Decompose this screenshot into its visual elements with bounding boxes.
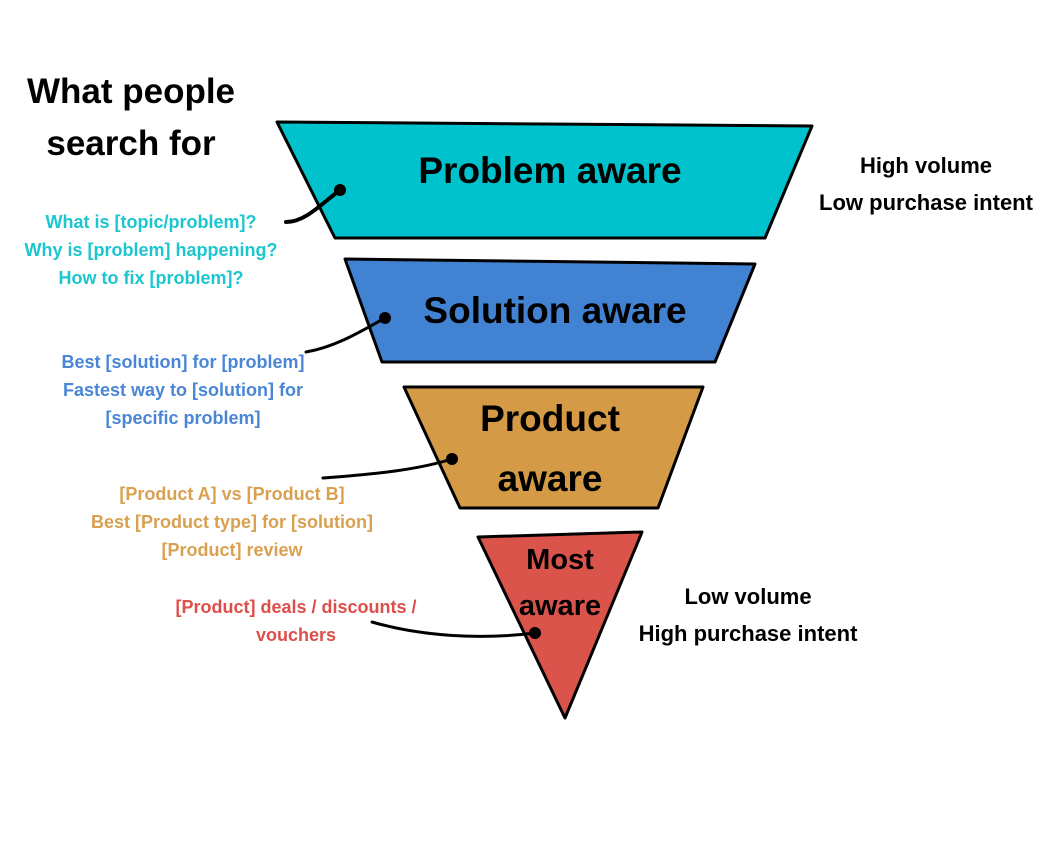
funnel-stage-most-aware bbox=[476, 530, 644, 720]
funnel-stage-problem-aware bbox=[275, 120, 814, 240]
query-text: [Product] review bbox=[161, 540, 303, 560]
connector-most bbox=[370, 620, 537, 638]
diagram-title: What people search for bbox=[0, 66, 262, 170]
title-line-1: What people bbox=[26, 72, 236, 111]
connector-product bbox=[321, 457, 454, 480]
connector-dot-product bbox=[446, 453, 458, 465]
note-line: High purchase intent bbox=[638, 621, 858, 646]
stage-label-product-aware: Product aware bbox=[450, 389, 650, 509]
stage-label-most-aware: Most aware bbox=[500, 537, 620, 629]
query-text: What is [topic/problem]? bbox=[45, 212, 257, 232]
stage-label-solution-aware: Solution aware bbox=[423, 290, 687, 331]
query-text: Fastest way to [solution] for bbox=[62, 380, 303, 400]
query-text: Best [solution] for [problem] bbox=[61, 352, 305, 372]
stage-label-line: aware bbox=[518, 590, 602, 622]
connector-dot-problem bbox=[334, 184, 346, 196]
connector-dot-solution bbox=[379, 312, 391, 324]
top-volume-note: High volume Low purchase intent bbox=[790, 147, 1062, 221]
title-line-2: search for bbox=[46, 124, 216, 163]
query-text: Why is [problem] happening? bbox=[24, 240, 278, 260]
query-text: vouchers bbox=[255, 625, 337, 645]
connector-problem bbox=[284, 188, 342, 224]
query-text: Best [Product type] for [solution] bbox=[91, 512, 373, 532]
query-text: [Product A] vs [Product B] bbox=[119, 484, 345, 504]
connector-dot-most bbox=[529, 627, 541, 639]
query-text: [Product] deals / discounts / bbox=[175, 597, 417, 617]
most-aware-queries: [Product] deals / discounts / vouchers bbox=[140, 593, 452, 649]
stage-label-line: Most bbox=[526, 544, 594, 576]
stage-label-line: Product bbox=[480, 398, 620, 439]
query-text: How to fix [problem]? bbox=[58, 268, 244, 288]
note-line: High volume bbox=[859, 153, 992, 178]
connector-solution bbox=[304, 316, 387, 354]
problem-aware-queries: What is [topic/problem]? Why is [problem… bbox=[0, 208, 302, 292]
stage-label-line: aware bbox=[497, 458, 603, 499]
bottom-volume-note: Low volume High purchase intent bbox=[612, 578, 884, 652]
funnel-stage-product-aware bbox=[402, 385, 705, 510]
stage-label-problem-aware: Problem aware bbox=[418, 150, 682, 191]
solution-aware-queries: Best [solution] for [problem] Fastest wa… bbox=[30, 348, 336, 432]
product-aware-queries: [Product A] vs [Product B] Best [Product… bbox=[62, 480, 402, 564]
note-line: Low purchase intent bbox=[819, 190, 1033, 215]
note-line: Low volume bbox=[684, 584, 812, 609]
query-text: [specific problem] bbox=[105, 408, 261, 428]
